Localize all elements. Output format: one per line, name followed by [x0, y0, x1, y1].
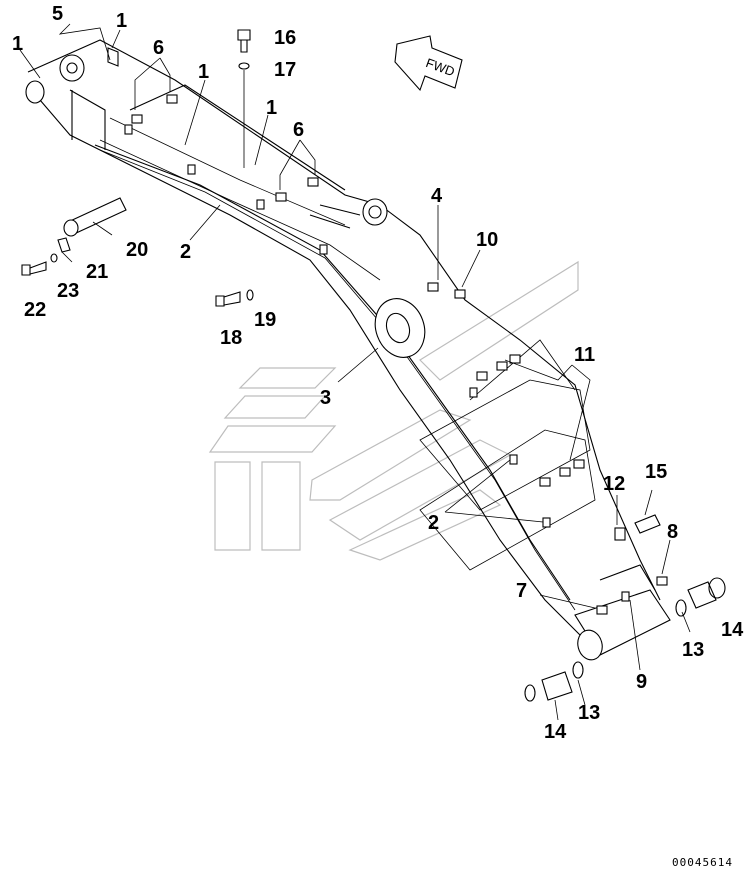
- callout-23: 23: [57, 280, 79, 302]
- document-number: 00045614: [672, 856, 733, 869]
- arm-body: [25, 39, 671, 661]
- fwd-arrow-icon: FWD: [394, 35, 463, 92]
- callout-12: 12: [603, 473, 625, 495]
- callout-10: 10: [476, 229, 498, 251]
- callout-13: 13: [682, 639, 704, 661]
- callout-1: 1: [116, 10, 127, 32]
- callout-22: 22: [24, 299, 46, 321]
- leader-lines: [19, 23, 691, 721]
- callout-11: 11: [574, 344, 595, 366]
- callout-1: 1: [198, 61, 209, 83]
- callout-2: 2: [180, 241, 191, 263]
- callout-7: 7: [516, 580, 527, 602]
- fwd-label: FWD: [424, 55, 457, 79]
- callout-19: 19: [254, 309, 276, 331]
- callout-6: 6: [293, 119, 304, 141]
- callout-18: 18: [220, 327, 242, 349]
- callout-1: 1: [12, 33, 23, 55]
- callout-14: 14: [544, 721, 567, 743]
- callout-20: 20: [126, 239, 148, 261]
- callout-13: 13: [578, 702, 600, 724]
- callout-21: 21: [86, 261, 108, 283]
- callout-3: 3: [320, 387, 331, 409]
- loose-parts: [21, 29, 726, 702]
- callout-1: 1: [266, 97, 277, 119]
- callout-9: 9: [636, 671, 647, 693]
- callout-2: 2: [428, 512, 439, 534]
- callout-17: 17: [274, 59, 296, 81]
- callout-4: 4: [431, 185, 443, 207]
- callout-16: 16: [274, 27, 296, 49]
- callout-5: 5: [52, 3, 63, 25]
- callout-6: 6: [153, 37, 164, 59]
- callout-8: 8: [667, 521, 678, 543]
- callout-labels: 5 1 1 6 1 16 17 1 6 4 10 20 2 21 23 22 1…: [12, 3, 744, 743]
- callout-15: 15: [645, 461, 667, 483]
- callout-14: 14: [721, 619, 744, 641]
